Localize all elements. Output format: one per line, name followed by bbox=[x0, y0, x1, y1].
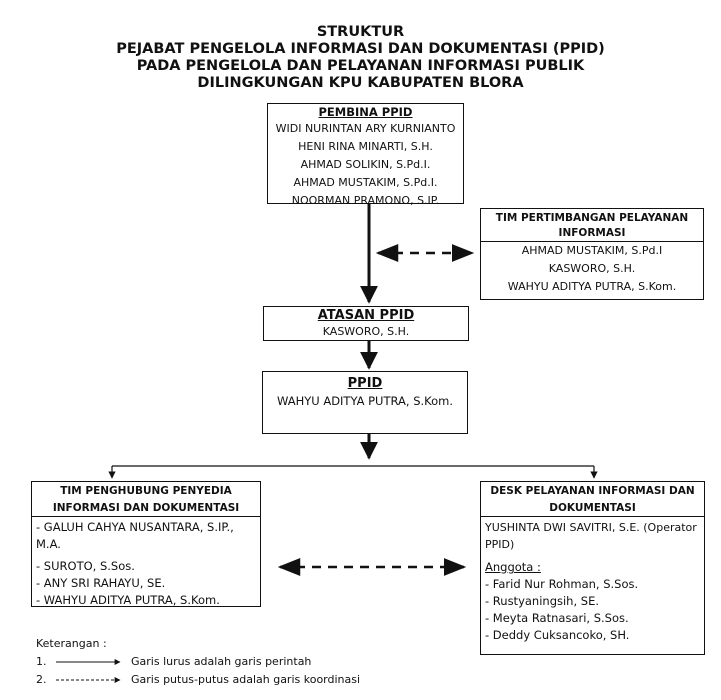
pembina-member: HENI RINA MINARTI, S.H. bbox=[298, 140, 433, 153]
ppid-heading: PPID bbox=[347, 376, 383, 391]
desk-member: - Rustyaningsih, SE. bbox=[485, 594, 600, 608]
legend-item2-number: 2. bbox=[36, 673, 47, 686]
desk-heading-line1: DESK PELAYANAN INFORMASI DAN bbox=[490, 485, 695, 497]
ppid-box: PPID WAHYU ADITYA PUTRA, S.Kom. bbox=[262, 371, 468, 434]
legend-item1-number: 1. bbox=[36, 655, 47, 668]
desk-member: - Farid Nur Rohman, S.Sos. bbox=[485, 577, 639, 591]
title-line-4: DILINGKUNGAN KPU KABUPATEN BLORA bbox=[197, 75, 524, 91]
title-line-1: STRUKTUR bbox=[316, 24, 405, 40]
desk-heading-line2: DOKUMENTASI bbox=[549, 502, 636, 514]
legend-item1-text: Garis lurus adalah garis perintah bbox=[131, 655, 312, 668]
penghubung-member: M.A. bbox=[36, 537, 61, 551]
pembina-member: AHMAD MUSTAKIM, S.Pd.I. bbox=[293, 176, 438, 189]
penghubung-member: - SUROTO, S.Sos. bbox=[36, 559, 135, 573]
penghubung-heading-line1: TIM PENGHUBUNG PENYEDIA bbox=[60, 485, 232, 497]
desk-operator-line2: PPID) bbox=[485, 538, 515, 551]
penghubung-member: - ANY SRI RAHAYU, SE. bbox=[36, 576, 166, 590]
atasan-ppid-box: ATASAN PPID KASWORO, S.H. bbox=[263, 306, 469, 341]
tim-pertimbangan-box: TIM PERTIMBANGAN PELAYANAN INFORMASI AHM… bbox=[480, 208, 704, 300]
desk-anggota-label: Anggota : bbox=[485, 560, 541, 574]
tim-pertimbangan-heading-line2: INFORMASI bbox=[558, 227, 626, 239]
desk-pelayanan-box: DESK PELAYANAN INFORMASI DAN DOKUMENTASI… bbox=[480, 481, 705, 655]
penghubung-heading-line2: INFORMASI DAN DOKUMENTASI bbox=[52, 502, 240, 514]
title-line-2: PEJABAT PENGELOLA INFORMASI DAN DOKUMENT… bbox=[116, 41, 605, 57]
tim-pertimbangan-heading-line1: TIM PERTIMBANGAN PELAYANAN bbox=[495, 212, 689, 224]
ppid-name: WAHYU ADITYA PUTRA, S.Kom. bbox=[276, 394, 454, 408]
title-line-3: PADA PENGELOLA DAN PELAYANAN INFORMASI P… bbox=[136, 58, 585, 74]
pembina-member: AHMAD SOLIKIN, S.Pd.I. bbox=[300, 158, 431, 171]
tim-penghubung-box: TIM PENGHUBUNG PENYEDIA INFORMASI DAN DO… bbox=[31, 481, 261, 607]
legend-item2-text: Garis putus-putus adalah garis koordinas… bbox=[131, 673, 361, 686]
desk-member: - Meyta Ratnasari, S.Sos. bbox=[485, 611, 629, 625]
desk-member: - Deddy Cuksancoko, SH. bbox=[485, 628, 630, 642]
tim-pertimbangan-member: WAHYU ADITYA PUTRA, S.Kom. bbox=[507, 280, 677, 293]
penghubung-member: - WAHYU ADITYA PUTRA, S.Kom. bbox=[36, 593, 220, 607]
desk-operator-line1: YUSHINTA DWI SAVITRI, S.E. (Operator bbox=[485, 521, 697, 534]
pembina-member: WIDI NURINTAN ARY KURNIANTO bbox=[275, 122, 456, 135]
pembina-heading: PEMBINA PPID bbox=[318, 105, 413, 119]
pembina-ppid-box: PEMBINA PPID WIDI NURINTAN ARY KURNIANTO… bbox=[267, 103, 464, 207]
atasan-heading: ATASAN PPID bbox=[317, 308, 415, 323]
chart-title: STRUKTUR PEJABAT PENGELOLA INFORMASI DAN… bbox=[0, 24, 721, 92]
penghubung-member: - GALUH CAHYA NUSANTARA, S.IP., bbox=[36, 520, 234, 534]
pembina-member: NOORMAN PRAMONO, S.IP. bbox=[291, 194, 440, 207]
atasan-name: KASWORO, S.H. bbox=[322, 325, 410, 338]
tim-pertimbangan-member: KASWORO, S.H. bbox=[548, 262, 636, 275]
tim-pertimbangan-member: AHMAD MUSTAKIM, S.Pd.I bbox=[521, 244, 663, 257]
legend-label: Keterangan : bbox=[36, 637, 107, 650]
